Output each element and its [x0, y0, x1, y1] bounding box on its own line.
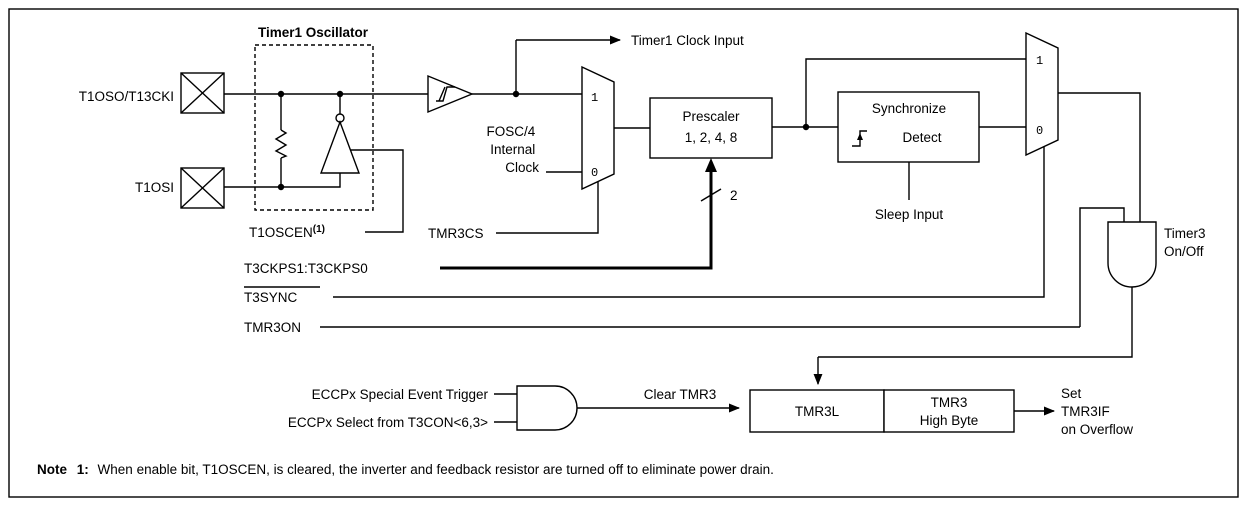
fosc-label: FOSC/4 Internal Clock	[486, 124, 539, 175]
note-number: 1:	[77, 462, 89, 477]
timer3-onoff-line2: On/Off	[1164, 244, 1204, 259]
mux1-input-1-label: 1	[591, 91, 598, 105]
diagram-frame	[8, 8, 1239, 498]
synchronize-detect-box	[837, 91, 980, 163]
set-line1: Set	[1061, 386, 1082, 401]
tmr3h-register	[883, 389, 1015, 433]
eccp-select-label: ECCPx Select from T3CON<6,3>	[288, 415, 488, 430]
timer1-clock-input-label: Timer1 Clock Input	[631, 33, 744, 48]
tmr3cs-label: TMR3CS	[428, 226, 484, 241]
t1oscen-text: T1OSCEN	[249, 225, 313, 240]
t1oso-pin-icon	[180, 72, 225, 114]
feedback-resistor-icon	[274, 129, 288, 159]
junction-dot	[277, 90, 285, 98]
tmr3h-line1: TMR3	[931, 395, 968, 410]
rising-edge-icon	[852, 130, 867, 147]
fosc-line2: Internal	[490, 142, 535, 157]
note-label: Note	[37, 462, 67, 477]
fosc-line1: FOSC/4	[486, 124, 535, 139]
sync-line1: Synchronize	[872, 101, 946, 116]
oscillator-dashed-box	[254, 44, 374, 211]
eccp-and-gate	[516, 385, 578, 431]
set-line3: on Overflow	[1061, 422, 1133, 437]
tmr3on-label: TMR3ON	[244, 320, 301, 335]
on-off-and-gate	[1107, 221, 1157, 288]
oscillator-wiring	[224, 93, 428, 233]
bus-width-label: 2	[730, 188, 738, 203]
prescaler-line2: 1, 2, 4, 8	[685, 130, 738, 145]
eccp-trigger-label: ECCPx Special Event Trigger	[312, 387, 489, 402]
footnote: Note 1: When enable bit, T1OSCEN, is cle…	[37, 462, 774, 477]
sync-select-mux	[1025, 31, 1059, 157]
bus-slash	[700, 188, 722, 202]
mux2-input-1-label: 1	[1036, 54, 1043, 68]
fosc-line3: Clock	[505, 160, 539, 175]
note-text: When enable bit, T1OSCEN, is cleared, th…	[98, 462, 774, 477]
mux1-input-0-label: 0	[591, 166, 598, 180]
sync-line2: Detect	[902, 130, 941, 145]
tmr3l-label: TMR3L	[795, 404, 840, 419]
junction-dot	[277, 183, 285, 191]
prescaler-box	[649, 97, 773, 159]
t3ckps-label: T3CKPS1:T3CKPS0	[244, 261, 368, 276]
t1osi-pin-icon	[180, 167, 225, 209]
t1oscen-label: T1OSCEN(1)	[249, 224, 325, 240]
t1osi-label: T1OSI	[135, 180, 174, 195]
tmr3h-line2: High Byte	[920, 413, 979, 428]
junction-dot	[336, 90, 344, 98]
clear-tmr3-label: Clear TMR3	[644, 387, 717, 402]
tmr3l-register	[749, 389, 885, 433]
set-line2: TMR3IF	[1061, 404, 1110, 419]
timer3-onoff-line1: Timer3	[1164, 226, 1206, 241]
inverter-icon	[319, 113, 361, 174]
prescaler-line1: Prescaler	[682, 109, 740, 124]
sleep-input-label: Sleep Input	[875, 207, 944, 222]
clock-source-mux	[581, 65, 615, 191]
oscillator-title: Timer1 Oscillator	[258, 25, 369, 40]
mux2-input-0-label: 0	[1036, 124, 1043, 138]
schmitt-trigger-buffer-icon	[427, 74, 474, 114]
t1oscen-note-ref: (1)	[313, 224, 325, 235]
t1oso-label: T1OSO/T13CKI	[79, 89, 174, 104]
t3sync-label: T3SYNC	[244, 290, 298, 305]
